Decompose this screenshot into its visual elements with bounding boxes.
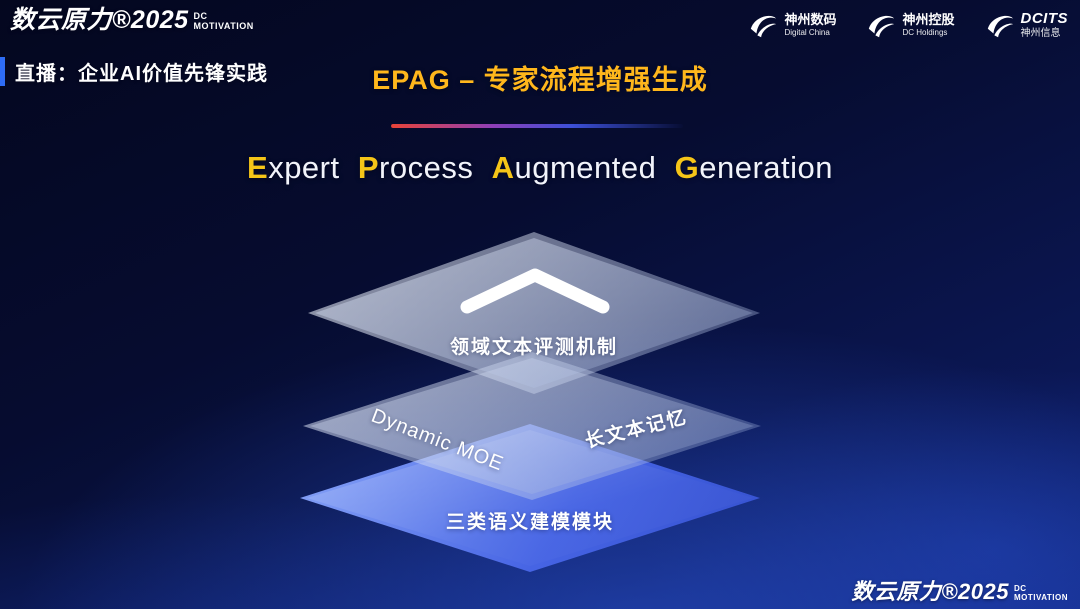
brand-dc: DC — [193, 11, 208, 21]
footer-brand-logo: 数云原力®2025 DC MOTIVATION — [851, 581, 1068, 603]
brand-wordmark: 数云原力®2025 — [851, 579, 1009, 604]
partner-text: 神州数码 Digital China — [784, 12, 836, 37]
partner-logos: 神州数码 Digital China 神州控股 DC Holdings DCIT… — [748, 10, 1068, 40]
brand-dc: DC — [1013, 584, 1027, 593]
subtitle-word: xpert — [268, 150, 340, 185]
header-brand-logo: 数云原力®2025 DC MOTIVATION — [10, 8, 254, 33]
partner-name-en: DCITS — [1020, 10, 1068, 27]
swoosh-icon — [869, 15, 895, 38]
brand-motivation: MOTIVATION — [193, 21, 254, 32]
chevron-up-icon — [460, 268, 610, 314]
subtitle-word: eneration — [699, 150, 833, 185]
partner-logo-dcits: DCITS 神州信息 — [985, 10, 1069, 40]
partner-text: 神州控股 DC Holdings — [902, 12, 954, 37]
partner-logo-dc-holdings: 神州控股 DC Holdings — [866, 10, 955, 40]
top-layer-label: 领域文本评测机制 — [449, 337, 618, 358]
subtitle-initial: P — [357, 150, 380, 185]
partner-name-cn: 神州数码 — [784, 12, 837, 28]
subtitle-initial: G — [674, 150, 700, 185]
title-divider — [391, 124, 684, 128]
partner-name-en: Digital China — [784, 28, 830, 37]
bottom-layer-label: 三类语义建模模块 — [445, 512, 614, 533]
subtitle-initial: E — [247, 150, 269, 185]
brand-wordmark: 数云原力®2025 — [10, 6, 189, 34]
partner-text: DCITS 神州信息 — [1021, 10, 1069, 40]
brand-sub-wordmark: DC MOTIVATION — [194, 8, 254, 32]
page-title: EPAG – 专家流程增强生成 — [372, 65, 708, 95]
partner-name-cn: 神州控股 — [902, 12, 955, 28]
subtitle-initial: A — [491, 150, 515, 185]
subtitle: Expert Process Augmented Generation — [247, 150, 833, 186]
subtitle-word: ugmented — [514, 150, 657, 185]
live-label: 直播：企业AI价值先锋实践 — [0, 57, 268, 86]
swoosh-icon — [751, 15, 777, 38]
subtitle-word: rocess — [379, 150, 474, 185]
partner-name-en: DC Holdings — [902, 28, 948, 37]
swoosh-icon — [987, 15, 1013, 38]
brand-motivation: MOTIVATION — [1013, 593, 1068, 603]
partner-name-cn: 神州信息 — [1020, 28, 1061, 39]
brand-sub-wordmark: DC MOTIVATION — [1014, 581, 1068, 602]
partner-logo-digital-china: 神州数码 Digital China — [748, 10, 836, 40]
